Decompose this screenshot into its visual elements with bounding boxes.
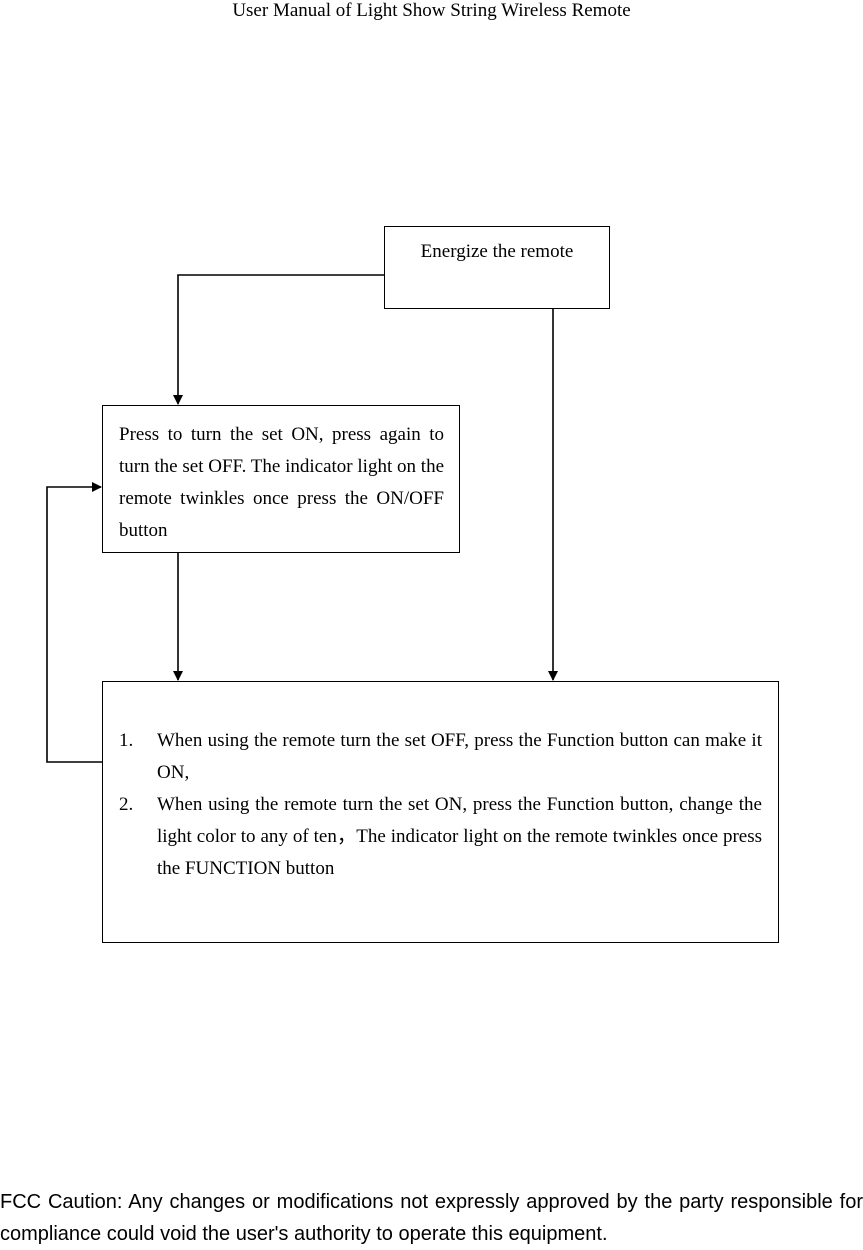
- step-number: 1.: [119, 730, 134, 751]
- page-header: User Manual of Light Show String Wireles…: [232, 0, 631, 21]
- node-on-off-label: Press to turn the set ON, press again to…: [119, 424, 444, 541]
- fcc-caution: FCC Caution: Any changes or modification…: [0, 1191, 863, 1245]
- node-energize-label: Energize the remote: [420, 241, 574, 262]
- step-text: When using the remote turn the set ON, p…: [157, 794, 762, 879]
- node-on-off-button: Press to turn the set ON, press again to…: [102, 405, 460, 553]
- function-step-2: 2. When using the remote turn the set ON…: [119, 789, 762, 885]
- step-text: When using the remote turn the set OFF, …: [157, 730, 762, 783]
- connector-energize-to-onoff: [173, 274, 384, 405]
- node-energize-remote: Energize the remote: [384, 226, 610, 309]
- node-function-button: 1. When using the remote turn the set OF…: [102, 681, 779, 943]
- function-step-1: 1. When using the remote turn the set OF…: [119, 725, 762, 789]
- step-number: 2.: [119, 794, 134, 815]
- connector-function-to-onoff: [46, 482, 102, 763]
